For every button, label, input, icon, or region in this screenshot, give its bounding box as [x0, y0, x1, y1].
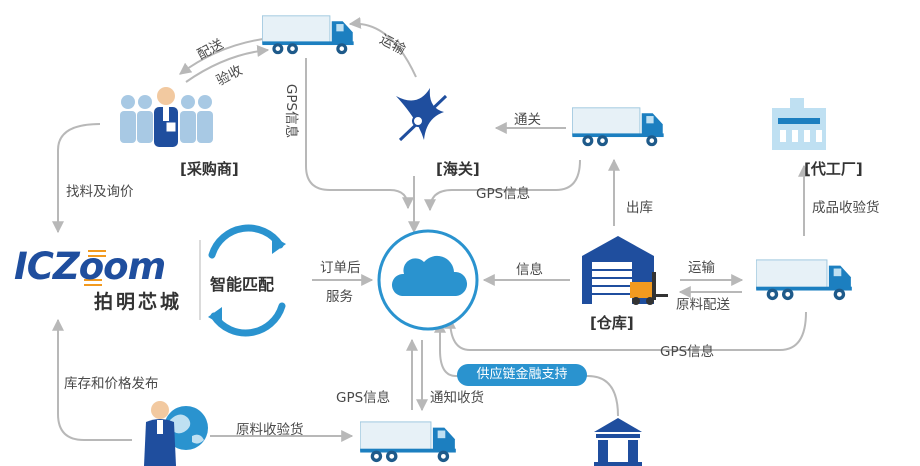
edge-transport-top — [348, 16, 417, 78]
logo-z-accent — [84, 250, 106, 286]
label-transport-right: 运输 — [688, 260, 715, 276]
node-warehouse: [仓库] — [590, 314, 634, 332]
edge-gps-customs — [424, 159, 581, 212]
bank-icon — [594, 418, 642, 466]
supplier-globe-icon — [144, 401, 208, 466]
label-search-inquiry: 找料及询价 — [66, 184, 134, 200]
logo-brand-cn: 拍明芯城 — [94, 291, 183, 313]
warehouse-icon — [582, 236, 668, 305]
smart-match-icon — [208, 224, 286, 337]
purchaser-people-icon — [120, 87, 213, 147]
edge-search-inquiry — [52, 123, 101, 234]
label-raw-delivery: 原料配送 — [676, 297, 730, 313]
truck-top-icon — [262, 15, 354, 55]
label-post-order-2: 服务 — [326, 289, 353, 305]
truck-right-icon — [756, 259, 852, 301]
label-post-order-1: 订单后 — [320, 260, 361, 276]
label-gps-bottom: GPS信息 — [336, 390, 391, 406]
truck-customs-icon — [572, 107, 664, 147]
edge-gps-vertical — [305, 58, 414, 210]
supply-chain-finance-badge: 供应链金融支持 — [457, 364, 587, 386]
edge-inventory-publish — [52, 318, 132, 441]
label-product-inspection: 成品收验货 — [812, 200, 880, 216]
label-inventory-publish: 库存和价格发布 — [64, 376, 159, 392]
node-smart-match: 智能匹配 — [210, 275, 275, 294]
truck-bottom-icon — [360, 421, 456, 463]
logo-brand: ICZoom — [14, 245, 166, 288]
cloud-hub — [377, 229, 479, 331]
label-gps-customs: GPS信息 — [476, 186, 531, 202]
label-clearance: 通关 — [514, 112, 541, 128]
label-raw-inspection: 原料收验货 — [236, 422, 304, 438]
label-gps-factory: GPS信息 — [660, 344, 715, 360]
edge-delivery-left — [179, 37, 271, 75]
label-gps-vertical: GPS信息 — [283, 83, 300, 139]
edge-gps-bottom — [444, 311, 807, 351]
node-factory: [代工厂] — [804, 160, 863, 178]
node-purchaser: [采购商] — [180, 160, 239, 178]
factory-icon — [772, 98, 826, 150]
node-customs: [海关] — [436, 160, 480, 178]
label-notify-receive: 通知收货 — [430, 390, 484, 406]
edge-finance — [434, 320, 619, 417]
label-outbound: 出库 — [626, 200, 653, 216]
edge-accept-right — [185, 45, 270, 83]
label-info: 信息 — [516, 262, 543, 278]
customs-emblem-icon — [396, 88, 448, 142]
